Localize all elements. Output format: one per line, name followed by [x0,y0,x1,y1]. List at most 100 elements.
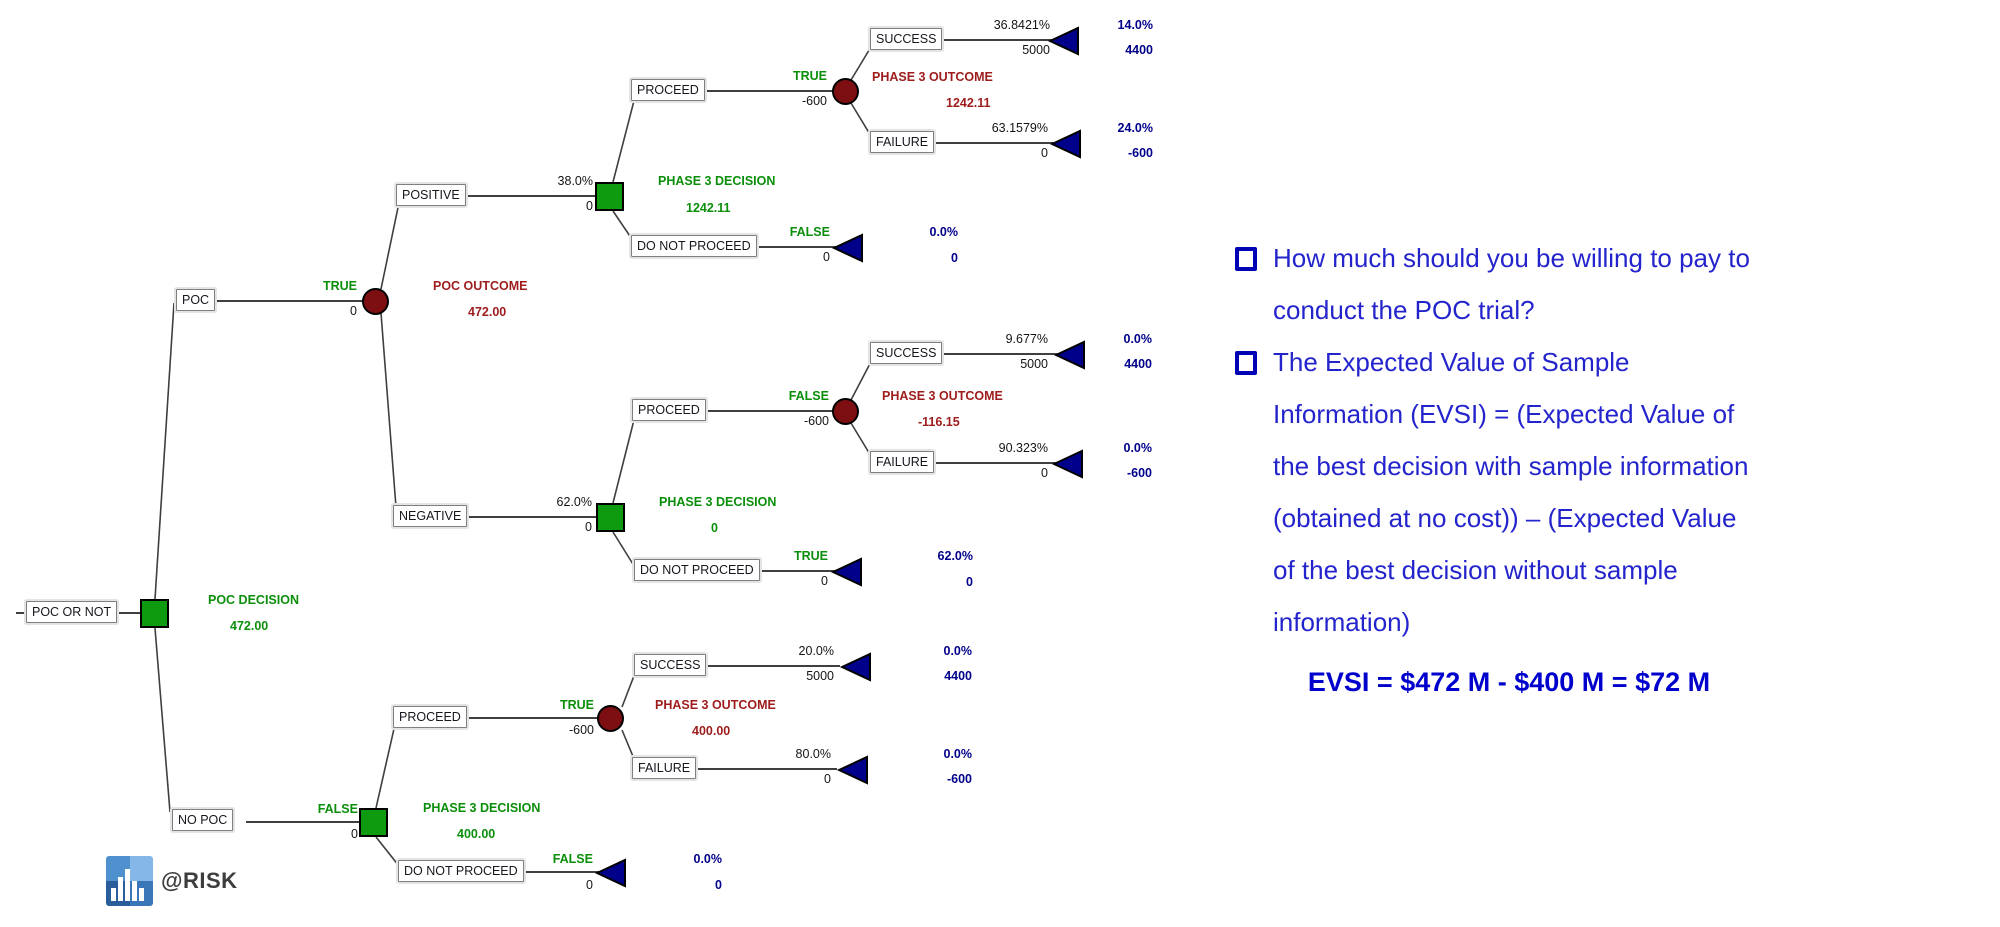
evsi-formula: EVSI = $472 M - $400 M = $72 M [1307,667,1711,697]
success-mid-end-prob: 0.0% [1123,332,1153,346]
success-top-payoff: 5000 [1022,43,1050,57]
decision-node-negative-icon [596,503,625,532]
branch-box-positive: POSITIVE [396,184,466,206]
decision-node-root-icon [140,599,169,628]
notes-panel: How much should you be willing to pay to… [1233,232,1755,708]
dnp-top-cost: 0 [823,250,830,264]
poc-branch-flag: TRUE [322,279,357,293]
terminal-node-dnp-bot-icon [594,858,627,888]
phase3-mid-chance-label: PHASE 3 OUTCOME [882,389,1003,403]
branch-box-proceed-bot: PROCEED [393,706,467,728]
failure-bot-payoff: 0 [824,772,831,786]
phase3-bot-chance-label: PHASE 3 OUTCOME [655,698,776,712]
dnp-bot-branch-flag: FALSE [552,852,593,866]
success-top-end-prob: 14.0% [1117,18,1153,32]
phase3-mid-chance-value: -116.15 [918,415,960,429]
success-mid-prob: 9.677% [1005,332,1048,346]
branch-box-dnp-mid: DO NOT PROCEED [634,559,760,581]
decision-node-positive-icon [595,182,624,211]
failure-top-end-value: -600 [1127,146,1153,160]
branch-box-failure-top: FAILURE [870,131,935,153]
success-top-end-value: 4400 [1125,43,1153,57]
failure-mid-end-prob: 0.0% [1123,441,1153,455]
note-bullet-1: How much should you be willing to pay to… [1233,232,1755,336]
atrisk-logo-text: @RISK [161,868,238,893]
dnp-top-end-value: 0 [951,251,958,265]
terminal-node-success-mid-icon [1053,340,1086,370]
dnp-top-branch-flag: FALSE [789,225,830,239]
chance-node-phase3-bot-icon [597,705,624,732]
poc-chance-value: 472.00 [468,305,507,319]
poc-chance-label: POC OUTCOME [433,279,528,293]
success-bot-end-prob: 0.0% [943,644,973,658]
success-mid-payoff: 5000 [1020,357,1048,371]
chance-node-poc-icon [362,288,389,315]
no-poc-decision-label: PHASE 3 DECISION [423,801,541,815]
note-bullet-1-text: How much should you be willing to pay to… [1273,243,1750,325]
branch-box-no-poc: NO POC [172,809,234,831]
terminal-node-failure-top-icon [1049,129,1082,159]
no-poc-branch-flag: FALSE [317,802,358,816]
branch-box-dnp-top: DO NOT PROCEED [631,235,757,257]
positive-prob: 38.0% [557,174,593,188]
dnp-bot-end-value: 0 [715,878,722,892]
failure-mid-prob: 90.323% [998,441,1048,455]
proceed-top-cost: -600 [801,94,827,108]
dnp-bot-end-prob: 0.0% [693,852,723,866]
proceed-bot-cost: -600 [568,723,594,737]
terminal-node-failure-bot-icon [836,755,869,785]
failure-bot-prob: 80.0% [795,747,831,761]
branch-box-success-bot: SUCCESS [634,654,707,676]
note-bullet-2: The Expected Value of Sample Information… [1233,336,1755,648]
proceed-mid-branch-flag: FALSE [788,389,829,403]
success-bot-prob: 20.0% [798,644,834,658]
negative-decision-value: 0 [711,521,718,535]
poc-branch-cost: 0 [350,304,357,318]
terminal-node-dnp-top-icon [831,233,864,263]
terminal-node-failure-mid-icon [1051,449,1084,479]
branch-box-proceed-mid: PROCEED [632,399,706,421]
positive-decision-value: 1242.11 [686,201,731,215]
failure-top-payoff: 0 [1041,146,1048,160]
no-poc-decision-value: 400.00 [457,827,496,841]
dnp-mid-end-value: 0 [966,575,973,589]
terminal-node-success-bot-icon [839,652,872,682]
branch-box-negative: NEGATIVE [393,505,468,527]
dnp-mid-branch-flag: TRUE [793,549,828,563]
branch-box-failure-bot: FAILURE [632,757,697,779]
negative-prob: 62.0% [556,495,592,509]
phase3-top-chance-value: 1242.11 [946,96,991,110]
branch-box-proceed-top: PROCEED [631,79,705,101]
phase3-bot-chance-value: 400.00 [692,724,731,738]
square-bullet-icon [1235,247,1257,271]
square-bullet-icon [1235,351,1257,375]
failure-bot-end-prob: 0.0% [943,747,973,761]
no-poc-cost: 0 [351,827,358,841]
success-bot-payoff: 5000 [806,669,834,683]
failure-bot-end-value: -600 [946,772,972,786]
negative-cost: 0 [585,520,592,534]
dnp-mid-cost: 0 [821,574,828,588]
branch-box-success-top: SUCCESS [870,28,943,50]
branch-box-dnp-bot: DO NOT PROCEED [398,860,524,882]
negative-decision-label: PHASE 3 DECISION [659,495,777,509]
failure-mid-end-value: -600 [1126,466,1152,480]
root-decision-value: 472.00 [230,619,269,633]
success-top-prob: 36.8421% [993,18,1050,32]
branch-box-poc: POC [176,289,216,311]
phase3-top-chance-label: PHASE 3 OUTCOME [872,70,993,84]
positive-decision-label: PHASE 3 DECISION [658,174,776,188]
proceed-mid-cost: -600 [803,414,829,428]
note-bullet-2-text: The Expected Value of Sample Information… [1273,347,1749,637]
atrisk-histogram-icon [106,856,153,906]
root-decision-label: POC DECISION [208,593,299,607]
proceed-bot-branch-flag: TRUE [559,698,594,712]
failure-top-prob: 63.1579% [991,121,1048,135]
success-mid-end-value: 4400 [1124,357,1152,371]
chance-node-phase3-top-icon [832,78,859,105]
proceed-top-branch-flag: TRUE [792,69,827,83]
positive-cost: 0 [586,199,593,213]
chance-node-phase3-mid-icon [832,398,859,425]
terminal-node-success-top-icon [1047,26,1080,56]
